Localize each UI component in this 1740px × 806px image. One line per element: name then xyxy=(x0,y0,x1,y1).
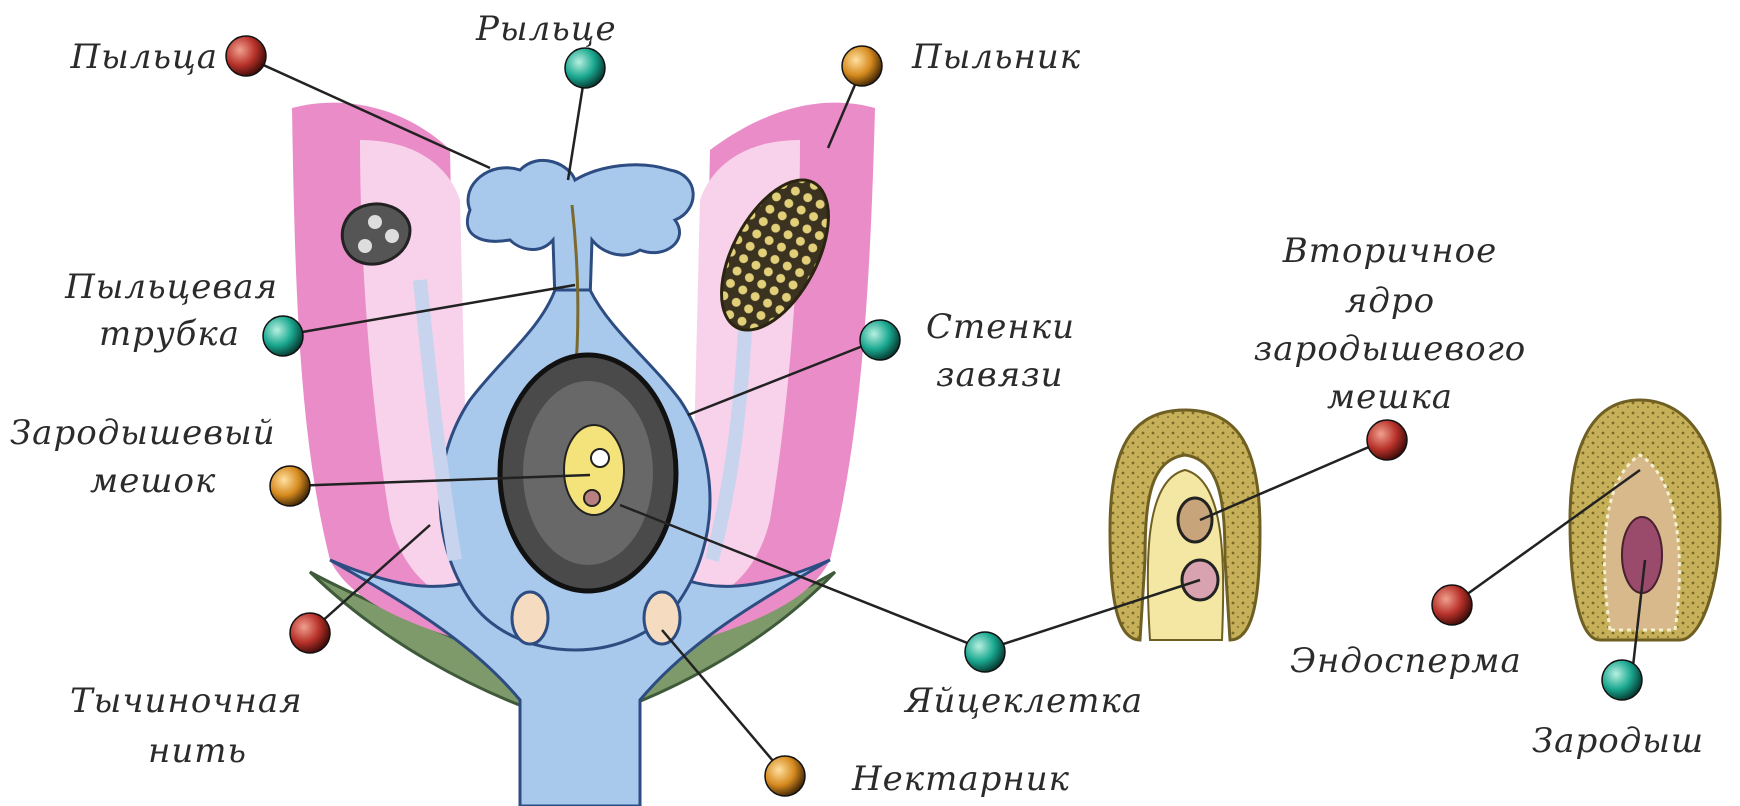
label-ovary-wall-line2: завязи xyxy=(936,355,1064,395)
label-pollen: Пыльца xyxy=(70,37,219,77)
marker-filament xyxy=(290,613,330,653)
marker-pollen xyxy=(226,36,266,76)
label-endosperm: Эндосперма xyxy=(1290,641,1522,681)
label-secondary-nucleus-line2: ядро xyxy=(1345,281,1435,321)
stigma-shape xyxy=(467,160,693,300)
label-stigma: Рыльце xyxy=(475,9,617,49)
marker-secondary-nucleus xyxy=(1367,420,1407,460)
marker-embryo xyxy=(1602,660,1642,700)
label-ovary-wall-line1: Стенки xyxy=(926,307,1075,347)
label-filament-line1: Тычиночная xyxy=(70,681,303,721)
marker-embryo-sac xyxy=(270,466,310,506)
marker-pollen-tube xyxy=(263,316,303,356)
label-anther: Пыльник xyxy=(911,37,1081,77)
secondary-nucleus-dot xyxy=(591,449,609,467)
marker-stigma xyxy=(565,48,605,88)
seed-illustration xyxy=(1570,400,1720,640)
secondary-nucleus-cell xyxy=(1178,498,1212,542)
label-embryo-sac-line2: мешок xyxy=(90,461,216,501)
flower-illustration xyxy=(292,103,875,806)
label-embryo: Зародыш xyxy=(1532,721,1704,761)
marker-endosperm xyxy=(1432,585,1472,625)
marker-ovary-wall xyxy=(860,320,900,360)
fertilized-ovule-illustration xyxy=(1110,410,1260,640)
label-nectary: Нектарник xyxy=(851,759,1070,799)
label-pollen-tube-line1: Пыльцевая xyxy=(64,267,278,307)
right-nectary xyxy=(644,592,680,644)
leader-stigma xyxy=(568,73,585,180)
label-embryo-sac-line1: Зародышевый xyxy=(10,413,276,453)
marker-nectary xyxy=(765,756,805,796)
marker-anther xyxy=(842,46,882,86)
egg-cell-dot xyxy=(584,490,600,506)
label-egg-cell: Яйцеклетка xyxy=(903,681,1143,721)
label-pollen-tube-line2: трубка xyxy=(99,314,240,354)
label-secondary-nucleus-line4: мешка xyxy=(1327,377,1453,417)
label-filament-line2: нить xyxy=(148,731,247,771)
marker-egg-cell xyxy=(965,632,1005,672)
label-secondary-nucleus-line3: зародышевого xyxy=(1254,329,1527,369)
left-nectary xyxy=(512,592,548,644)
label-secondary-nucleus-line1: Вторичное xyxy=(1282,231,1498,271)
